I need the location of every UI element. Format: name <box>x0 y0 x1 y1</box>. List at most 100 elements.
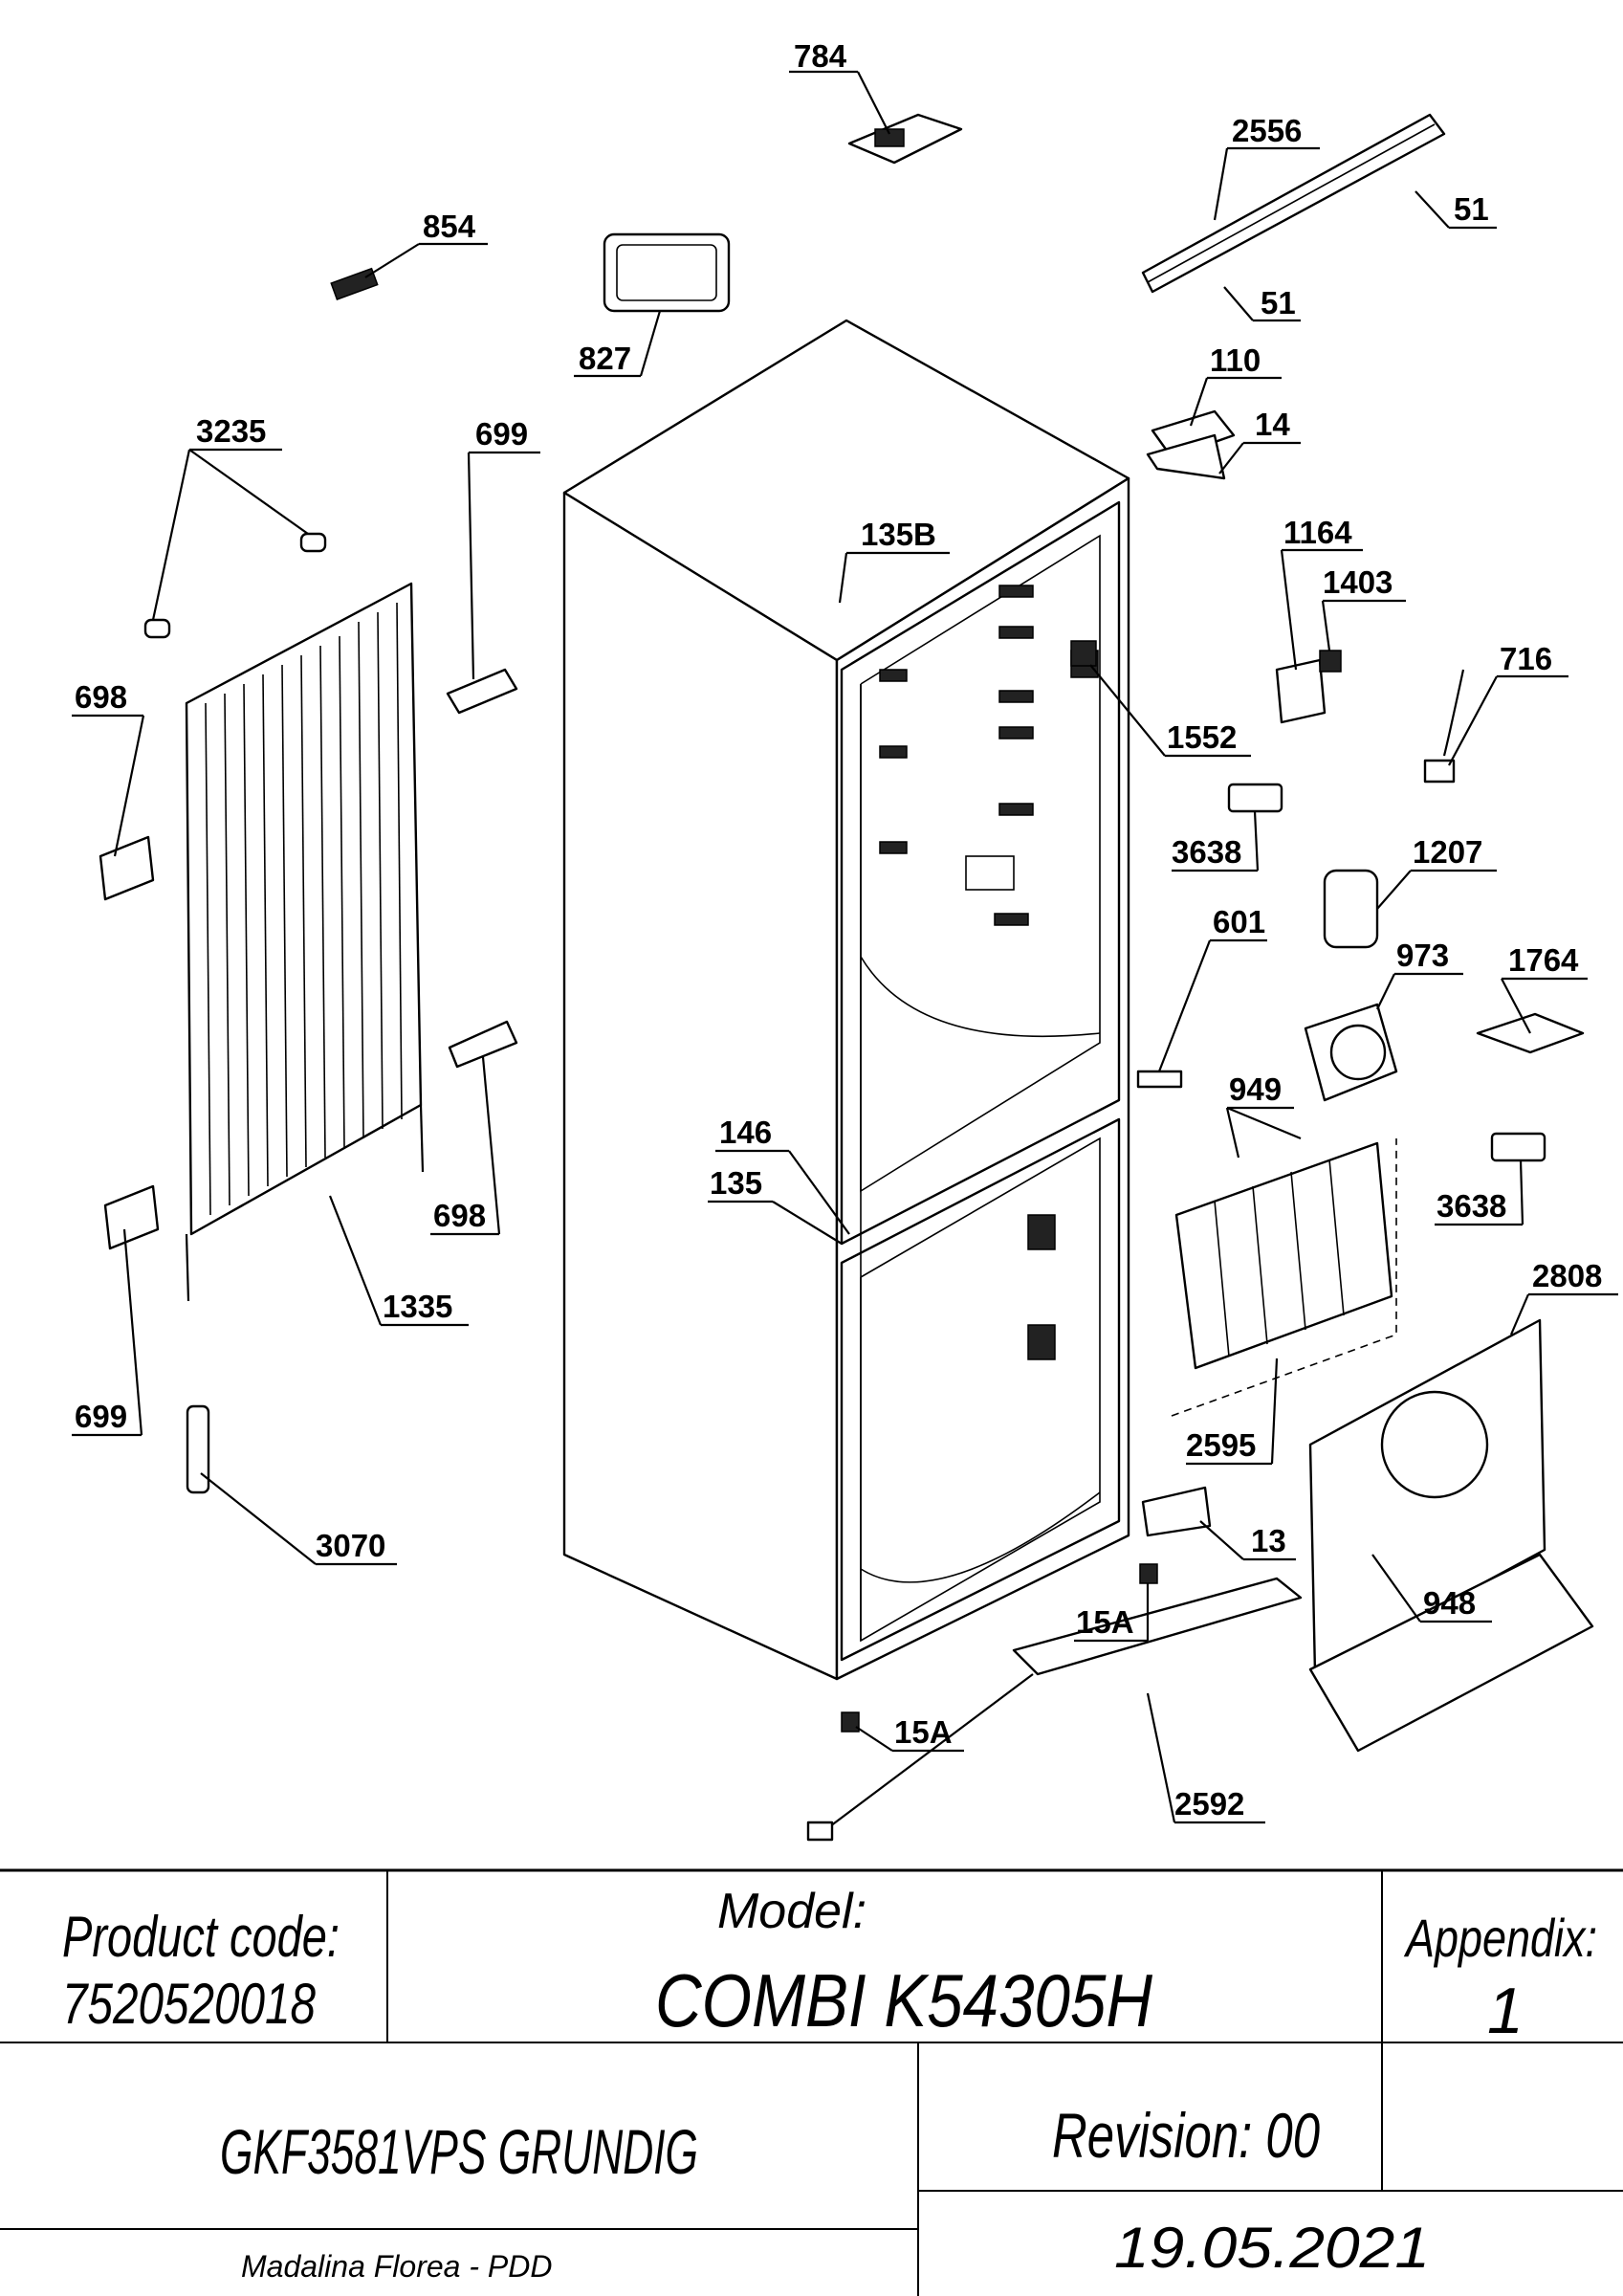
part-label-2556: 2556 <box>1213 113 1320 221</box>
part-label-135: 135 <box>708 1165 843 1245</box>
svg-text:110: 110 <box>1210 342 1261 378</box>
evaporator-2595 <box>1171 1138 1397 1417</box>
light-cover-827 <box>603 232 731 313</box>
product-code-label: Product code: <box>62 1905 340 1969</box>
author: Madalina Florea - PDD <box>241 2249 552 2284</box>
svg-text:3638: 3638 <box>1172 834 1241 870</box>
hinge-bottom-13 <box>1141 1486 1212 1537</box>
part-label-51a: 51 <box>1415 190 1497 230</box>
svg-text:135B: 135B <box>861 517 936 552</box>
svg-text:2595: 2595 <box>1186 1427 1256 1463</box>
part-label-2808: 2808 <box>1509 1258 1618 1336</box>
part-label-15A-lower: 15A <box>855 1714 964 1753</box>
condenser-1335 <box>185 582 425 1302</box>
svg-text:1403: 1403 <box>1323 564 1393 600</box>
model-name: COMBI K54305H <box>655 1958 1153 2042</box>
part-label-146: 146 <box>715 1115 850 1235</box>
svg-text:51: 51 <box>1261 285 1296 320</box>
svg-text:135: 135 <box>710 1165 762 1201</box>
svg-text:1207: 1207 <box>1413 834 1482 870</box>
cable-716 <box>1423 669 1465 784</box>
svg-text:854: 854 <box>423 209 476 244</box>
part-label-110: 110 <box>1189 342 1282 427</box>
part-label-699-bottom: 699 <box>72 1228 143 1437</box>
part-label-601: 601 <box>1157 904 1267 1072</box>
svg-text:14: 14 <box>1255 407 1290 442</box>
cover-1164 <box>1275 658 1327 724</box>
part-label-1335: 1335 <box>328 1195 469 1327</box>
duct-948 <box>1308 1553 1594 1753</box>
brand-model: GKF3581VPS GRUNDIG <box>220 2116 698 2187</box>
part-label-2592: 2592 <box>1146 1692 1265 1824</box>
top-cover-2556 <box>1141 113 1446 294</box>
sensor-3638a <box>1227 783 1283 813</box>
svg-text:1764: 1764 <box>1508 942 1579 978</box>
part-label-699-top: 699 <box>467 416 540 680</box>
part-label-1764: 1764 <box>1501 942 1588 1034</box>
product-code: 7520520018 <box>62 1972 316 2036</box>
feet-15A <box>841 1563 1158 1733</box>
part-label-1207: 1207 <box>1376 834 1497 910</box>
part-label-973: 973 <box>1376 938 1463 1010</box>
appendix-number: 1 <box>1487 1975 1524 2047</box>
svg-text:973: 973 <box>1396 938 1449 973</box>
svg-text:13: 13 <box>1251 1523 1286 1558</box>
brackets <box>99 668 518 1250</box>
svg-text:3070: 3070 <box>316 1528 385 1563</box>
hinge-top-110 <box>1146 409 1236 480</box>
heater-601 <box>1136 1070 1183 1089</box>
part-label-3638-upper: 3638 <box>1172 810 1260 872</box>
svg-text:698: 698 <box>433 1198 486 1233</box>
back-panel-2808 <box>1308 1318 1546 1676</box>
part-label-13: 13 <box>1199 1520 1296 1561</box>
housing-1207 <box>1323 869 1379 949</box>
part-label-698-right: 698 <box>430 1056 501 1236</box>
part-3070 <box>186 1404 210 1494</box>
part-label-3070: 3070 <box>200 1472 397 1566</box>
svg-text:2808: 2808 <box>1532 1258 1602 1293</box>
part-label-2595: 2595 <box>1186 1358 1279 1466</box>
control-board-784 <box>847 113 963 165</box>
part-label-135B: 135B <box>838 517 950 604</box>
svg-text:146: 146 <box>719 1115 772 1150</box>
sensor-3638b <box>1490 1132 1546 1162</box>
sensor-1552 <box>1070 640 1097 667</box>
svg-text:601: 601 <box>1213 904 1265 939</box>
part-label-51b: 51 <box>1223 285 1301 322</box>
part-label-948: 948 <box>1371 1554 1492 1623</box>
svg-text:1335: 1335 <box>383 1289 452 1324</box>
part-label-784: 784 <box>789 38 890 135</box>
part-label-1403: 1403 <box>1321 564 1406 651</box>
part-label-3235: 3235 <box>151 413 309 621</box>
svg-text:2556: 2556 <box>1232 113 1302 148</box>
part-label-716: 716 <box>1448 641 1568 766</box>
svg-text:51: 51 <box>1454 191 1489 227</box>
part-label-1552: 1552 <box>1089 664 1251 758</box>
part-label-854: 854 <box>364 209 488 278</box>
svg-text:3638: 3638 <box>1437 1188 1506 1224</box>
appendix-label: Appendix: <box>1404 1908 1597 1968</box>
title-block: Product code: 7520520018 Model: COMBI K5… <box>0 1868 1623 2296</box>
cabinet <box>562 319 1130 1681</box>
svg-text:2592: 2592 <box>1174 1786 1244 1821</box>
revision: Revision: 00 <box>1052 2100 1320 2171</box>
svg-text:15A: 15A <box>1076 1604 1134 1640</box>
part-label-827: 827 <box>574 310 662 378</box>
date: 19.05.2021 <box>1114 2216 1430 2280</box>
svg-text:698: 698 <box>75 679 127 715</box>
svg-text:784: 784 <box>794 38 847 74</box>
svg-text:948: 948 <box>1423 1585 1476 1621</box>
part-label-1164: 1164 <box>1280 515 1363 671</box>
svg-text:716: 716 <box>1500 641 1552 676</box>
fan-973 <box>1304 1003 1398 1102</box>
part-label-14: 14 <box>1218 407 1301 475</box>
svg-text:3235: 3235 <box>196 413 266 449</box>
svg-text:1164: 1164 <box>1283 515 1352 550</box>
part-label-949: 949 <box>1225 1071 1302 1159</box>
switch-1403 <box>1319 650 1342 673</box>
part-label-698-left: 698 <box>72 679 145 857</box>
part-label-3638-lower: 3638 <box>1435 1159 1524 1226</box>
svg-text:699: 699 <box>475 416 528 452</box>
svg-text:827: 827 <box>579 341 631 376</box>
